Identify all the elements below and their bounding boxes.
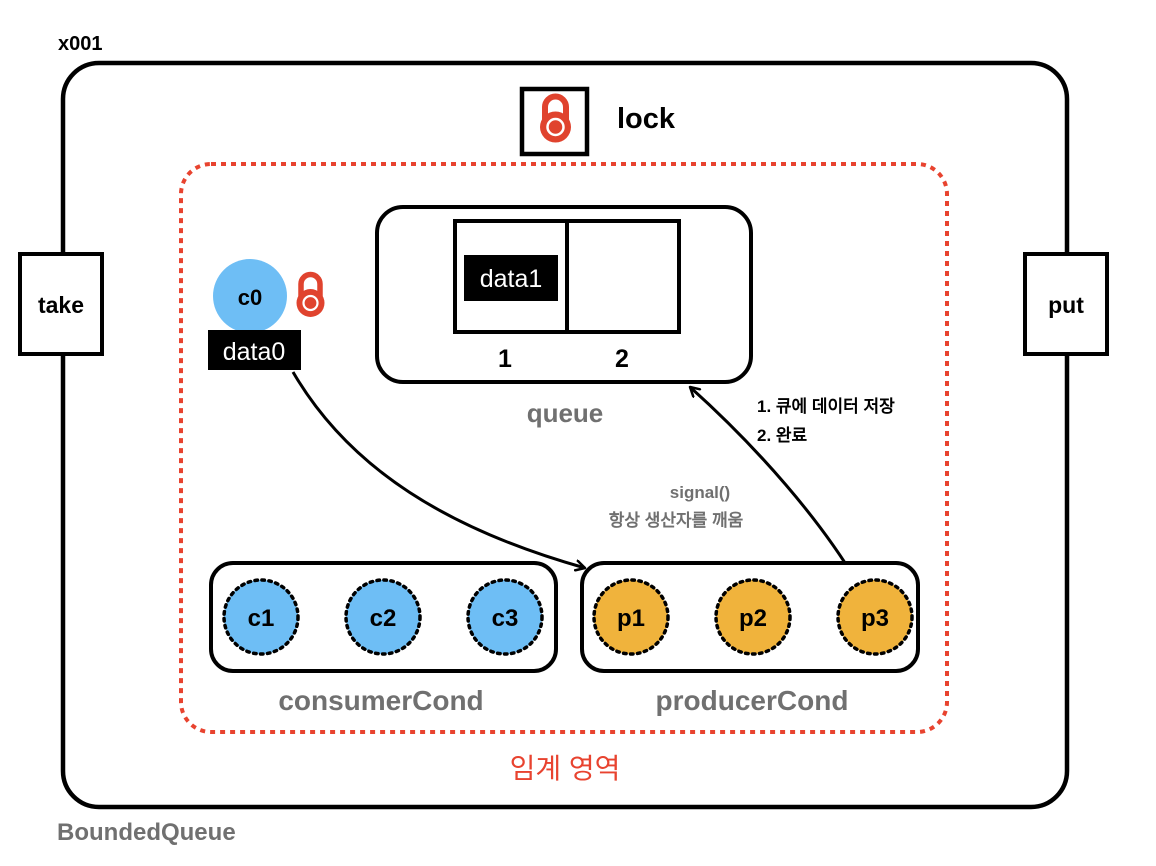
queue-container: data1 1 2	[375, 205, 753, 384]
queue-slot-2	[565, 219, 681, 334]
queue-slot-1-value-bg	[464, 255, 558, 301]
signal-annotation-line2: 항상 생산자를 깨움	[609, 510, 744, 530]
thread-name: p2	[739, 605, 767, 632]
consumer-cond-label: consumerCond	[278, 685, 483, 716]
padlock-icon	[540, 93, 571, 143]
waiting-thread-p2: p2	[714, 578, 792, 656]
consumer-cond-box: c1 c2 c3	[209, 561, 558, 673]
store-arrow	[690, 387, 859, 583]
waiting-thread-c3: c3	[466, 578, 544, 656]
bounded-queue-box	[60, 60, 1070, 810]
active-thread-c0: c0 data0	[208, 259, 325, 370]
lock-box	[519, 86, 590, 157]
queue-label: queue	[527, 398, 604, 428]
thread-name: p3	[861, 605, 889, 632]
put-label: put	[1048, 292, 1084, 318]
thread-name: c1	[248, 605, 275, 632]
thread-data: data0	[223, 338, 286, 366]
step1-annotation: 1. 큐에 데이터 저장	[757, 397, 895, 416]
padlock-icon	[296, 271, 325, 317]
thread-name: c3	[492, 605, 519, 632]
thread-circle	[213, 259, 287, 333]
queue-slot-1-value: data1	[480, 265, 543, 293]
signal-annotation-line1: signal()	[670, 483, 730, 502]
waiting-thread-c1: c1	[222, 578, 300, 656]
object-id-label: x001	[58, 33, 103, 55]
step2-annotation: 2. 완료	[757, 426, 808, 445]
signal-arrow	[291, 371, 585, 568]
waiting-thread-p3: p3	[836, 578, 914, 656]
waiting-thread-c2: c2	[344, 578, 422, 656]
thread-name: c2	[370, 605, 397, 632]
producer-cond-box: p1 p2 p3	[580, 561, 920, 673]
producer-cond-label: producerCond	[656, 685, 849, 716]
waiting-thread-p1: p1	[592, 578, 670, 656]
thread-data-bg	[208, 330, 301, 370]
queue-slot-1-index: 1	[498, 345, 512, 373]
class-name-label: BoundedQueue	[57, 819, 236, 846]
take-label: take	[38, 292, 84, 318]
thread-name: c0	[238, 285, 262, 310]
critical-section-label: 임계 영역	[510, 753, 621, 784]
put-method[interactable]: put	[1023, 252, 1109, 356]
queue-slot-2-index: 2	[615, 345, 629, 373]
lock-label: lock	[617, 103, 676, 135]
take-method[interactable]: take	[18, 252, 104, 356]
thread-name: p1	[617, 605, 645, 632]
critical-section-region	[179, 162, 949, 734]
